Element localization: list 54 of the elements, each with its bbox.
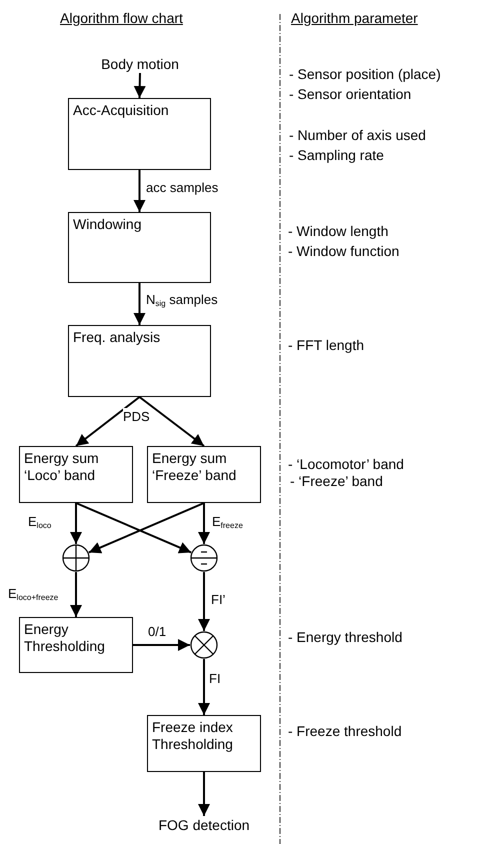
flow-label: Body motion [101,56,179,72]
parameter-text: - Energy threshold [288,629,402,646]
arrow [198,503,210,544]
process-box [68,212,211,283]
box-label: Energy Thresholding [24,621,106,655]
arrow [70,503,82,544]
edge-label: 0/1 [148,624,166,639]
column-heading: Algorithm parameter [291,10,418,27]
arrow [138,396,205,447]
arrow [198,572,210,631]
edge-label: FI’ [211,592,226,607]
arrow [75,396,140,447]
edge-label: E$_{loco+freeze}$ [8,586,58,601]
column-heading: Algorithm flow chart [60,10,183,27]
edge-label: N$_{sig}$ samples [146,292,218,307]
process-box [19,446,133,503]
arrow [198,772,210,816]
edge-label: acc samples [146,180,218,195]
arrow [76,502,192,554]
parameter-text: - Sensor orientation [289,86,412,103]
arrow [134,72,146,98]
parameter-text: - ‘Locomotor’ band [288,456,404,473]
parameter-text: - Sampling rate [289,147,384,164]
arrow [198,659,210,715]
parameter-text: - FFT length [288,337,364,354]
arrow [134,170,146,212]
process-box [68,98,211,170]
box-label: Windowing [73,216,142,233]
parameter-text: - Sensor position (place) [289,66,441,83]
parameter-text: - Number of axis used [289,127,426,144]
process-box [19,617,133,673]
process-box [68,325,211,397]
box-label: Acc-Acquisition [73,102,169,119]
arrow [134,283,146,325]
box-label: Energy sum ‘Loco’ band [24,450,100,484]
edge-label: E$_{loco}$ [28,514,52,529]
parameter-text: - Window function [288,243,400,260]
flow-label: FOG detection [158,817,250,833]
process-box [147,715,261,772]
parameter-text: - Freeze threshold [288,723,402,740]
arrow [133,639,190,651]
junction-circle [62,544,90,572]
process-box [147,446,261,503]
parameter-text: - ‘Freeze’ band [290,473,383,490]
edge-label: E$_{freeze}$ [212,514,243,529]
edge-label: FI [209,671,221,686]
arrow [70,572,82,617]
arrow [88,502,204,554]
box-label: Freq. analysis [73,329,160,346]
parameter-text: - Window length [288,223,388,240]
junction-circle [190,631,218,659]
box-label: Energy sum ‘Freeze’ band [152,450,238,484]
box-label: Freeze index Thresholding [152,719,234,753]
junction-circle [190,544,218,572]
